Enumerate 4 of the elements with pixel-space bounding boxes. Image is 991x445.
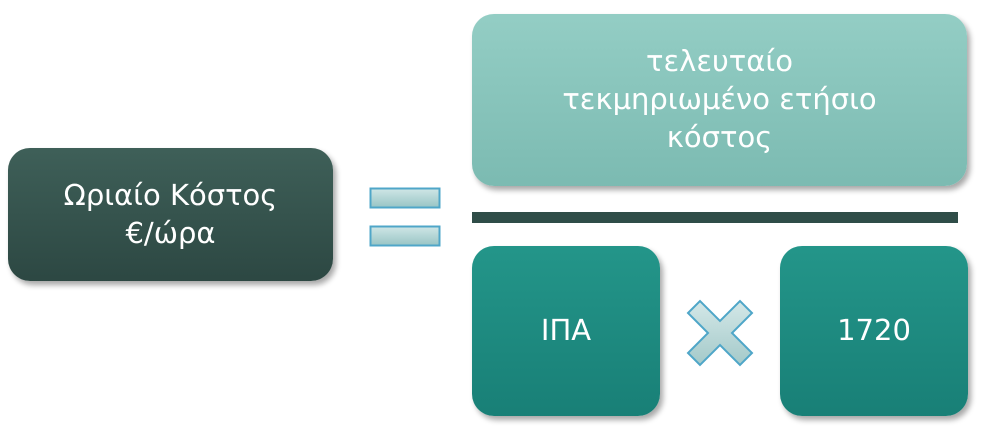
factor-box: ΙΠΑ [472,246,660,416]
factor-box: 1720 [780,246,968,416]
numerator-box: τελευταίο τεκμηριωμένο ετήσιο κόστος [472,14,967,186]
result-box: Ωριαίο Κόστος €/ώρα [8,148,333,281]
